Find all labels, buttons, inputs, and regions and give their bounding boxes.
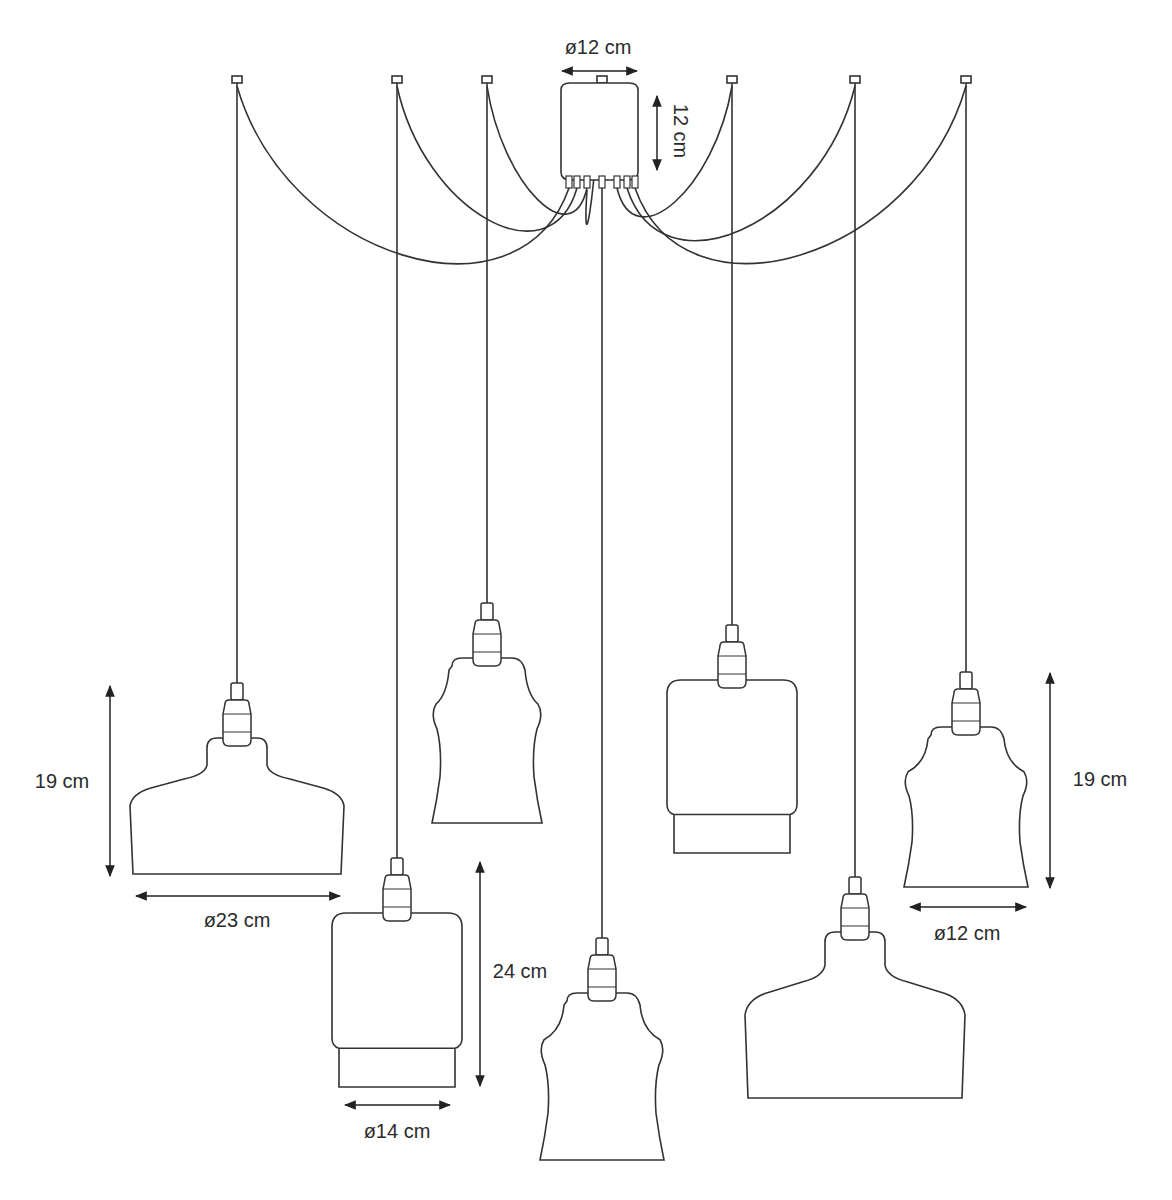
ceiling-anchor <box>727 76 737 83</box>
glass-shade <box>667 680 797 853</box>
pendant-cable <box>601 83 603 938</box>
cable-gland <box>599 176 605 188</box>
pendant-lamp <box>904 672 1028 887</box>
socket-ring <box>588 969 616 987</box>
pendant-lamp <box>667 625 797 853</box>
pendant-lamp <box>130 683 344 874</box>
socket-ring <box>223 714 251 732</box>
glass-shade <box>745 932 965 1098</box>
ceiling-anchor <box>392 76 402 83</box>
lamp-socket <box>588 955 616 1001</box>
swag-cable <box>635 86 966 263</box>
cable-gland <box>614 176 620 188</box>
pendant-cable <box>396 83 398 858</box>
ceiling-anchor <box>482 76 492 83</box>
pendant-lamp <box>540 938 664 1160</box>
cable-grip <box>481 603 493 620</box>
cable-grip <box>849 877 861 894</box>
socket-ring <box>952 703 980 721</box>
cable-grip <box>391 858 403 875</box>
cable-gland <box>624 176 630 188</box>
pendant-cable <box>731 83 733 625</box>
cable-gland <box>566 176 572 188</box>
dimension-label: 19 cm <box>1071 768 1129 790</box>
cable-grip <box>231 683 243 700</box>
ceiling-anchor <box>850 76 860 83</box>
lamp-socket <box>383 875 411 921</box>
glass-shade <box>432 658 542 823</box>
swag-cable <box>627 86 855 241</box>
socket-ring <box>718 656 746 674</box>
dimension-label: 24 cm <box>491 960 549 982</box>
lamp-socket <box>473 620 501 666</box>
glass-shade <box>904 727 1028 887</box>
lamp-socket <box>718 642 746 688</box>
ceiling-anchor <box>961 76 971 83</box>
glass-shade <box>130 738 344 874</box>
dimension-label: ø23 cm <box>202 909 273 931</box>
lamp-socket <box>223 700 251 746</box>
dimension-label: 19 cm <box>33 770 91 792</box>
pendant-lamp <box>332 858 462 1087</box>
pendant-cable <box>486 83 488 603</box>
dimension-label: ø12 cm <box>563 36 634 58</box>
pendant-cable <box>965 83 967 672</box>
glass-shade <box>540 993 664 1160</box>
ceiling-anchor <box>232 76 242 83</box>
cable-gland <box>632 176 638 188</box>
socket-ring <box>841 908 869 926</box>
cable-gland <box>584 176 590 188</box>
lamp-socket <box>952 689 980 735</box>
ceiling-anchor <box>597 76 607 83</box>
ceiling-canopy <box>561 83 638 188</box>
cable-grip <box>960 672 972 689</box>
socket-ring <box>383 889 411 907</box>
socket-ring <box>473 634 501 652</box>
lamp-socket <box>841 894 869 940</box>
dimension-label: ø14 cm <box>362 1120 433 1142</box>
cable-gland <box>574 176 580 188</box>
dimension-label: ø12 cm <box>932 922 1003 944</box>
pendant-lamp <box>745 877 965 1098</box>
cable-grip <box>726 625 738 642</box>
glass-shade <box>332 913 462 1087</box>
pendant-lamp <box>432 603 542 823</box>
dimension-label: 12 cm <box>670 102 692 160</box>
pendant-cable <box>854 83 856 877</box>
pendant-cable <box>236 83 238 683</box>
dimension-arrows <box>110 71 1050 1105</box>
cable-grip <box>596 938 608 955</box>
